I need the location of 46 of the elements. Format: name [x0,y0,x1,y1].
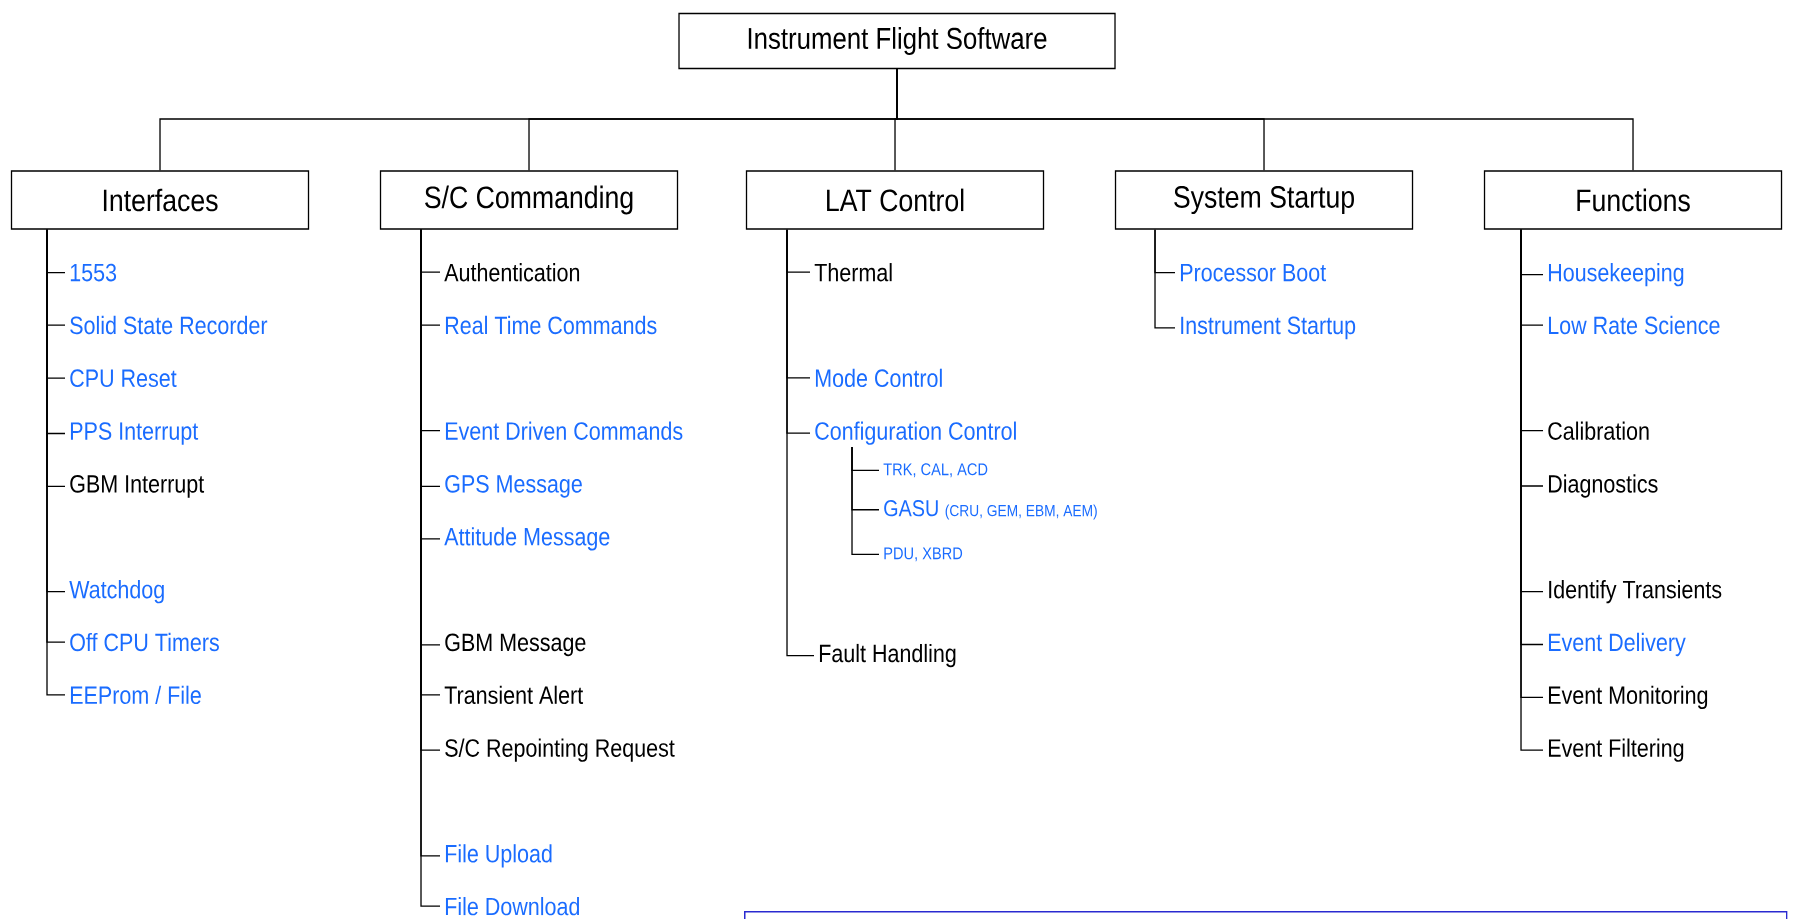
item-label: CPU Reset [70,369,177,388]
subitem-label: GASU (CRU, GEM, EBM, AEM) [884,500,1097,520]
item-label: GPS Message [445,475,582,498]
category-box: S/C Commanding [379,170,679,230]
item-label: Event Monitoring [1549,685,1708,709]
item-label: Event Delivery [1549,632,1686,657]
item-label: Watchdog [69,580,164,604]
connector-line [896,68,1634,171]
item-label: Identify Transients [1549,580,1722,604]
item-label: Event Driven Commands [445,421,683,440]
category-box: System Startup [1114,170,1414,230]
item-label: Authentication [444,263,580,282]
item-label: Configuration Control [815,421,1016,445]
item-label: File Download [445,897,579,916]
item-label: Attitude Message [444,527,610,551]
item-label: S/C Repointing Request [445,738,675,762]
item-label: File Upload [445,844,552,868]
category-box: LAT Control [745,170,1045,230]
connector-line [786,229,815,657]
item-label: PPS Interrupt [70,422,199,445]
note-frame [744,911,1788,919]
item-label: Off CPU Timers [70,632,219,652]
item-label: Fault Handling [819,643,956,668]
item-label: Solid State Recorder [70,315,268,335]
category-box: Functions [1483,170,1783,230]
item-label: Event Filtering [1549,738,1684,762]
subitem-label: TRK, CAL, ACD [883,463,988,478]
item-label: Processor Boot [1180,263,1326,282]
item-label: GBM Message [445,633,586,657]
category-box: Interfaces [10,170,310,230]
item-label: Low Rate Science [1549,315,1720,335]
subitem-label: PDU, XBRD [884,547,963,562]
item-label: GBM Interrupt [70,475,205,498]
item-label: Real Time Commands [445,315,657,335]
connector-line [851,446,880,555]
connector-line [1154,229,1176,329]
item-label: Diagnostics [1549,474,1658,498]
item-label: Transient Alert [444,685,583,705]
item-label: Instrument Startup [1181,316,1356,340]
item-label: Calibration [1548,421,1649,440]
item-label: EEProm / File [70,685,201,705]
item-label: Housekeeping [1549,263,1684,287]
title-box: Instrument Flight Software [678,12,1116,70]
item-label: Mode Control [815,368,942,388]
item-label: 1553 [70,263,117,282]
item-label: Thermal [814,263,892,282]
